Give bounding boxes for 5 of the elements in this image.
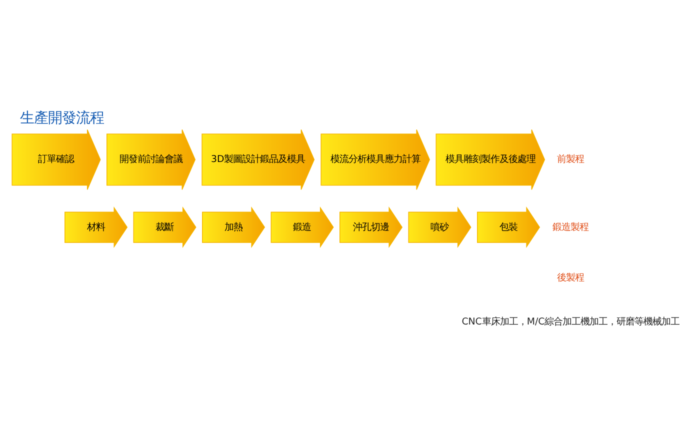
label: 後製程 — [557, 272, 584, 283]
label: 鍛造製程 — [552, 221, 589, 232]
diagram-title: 生產開發流程 — [20, 110, 104, 126]
label: CNC車床加工，M/C綜合加工機加工，研磨等機械加工 — [462, 316, 680, 328]
label: 前製程 — [557, 154, 584, 165]
